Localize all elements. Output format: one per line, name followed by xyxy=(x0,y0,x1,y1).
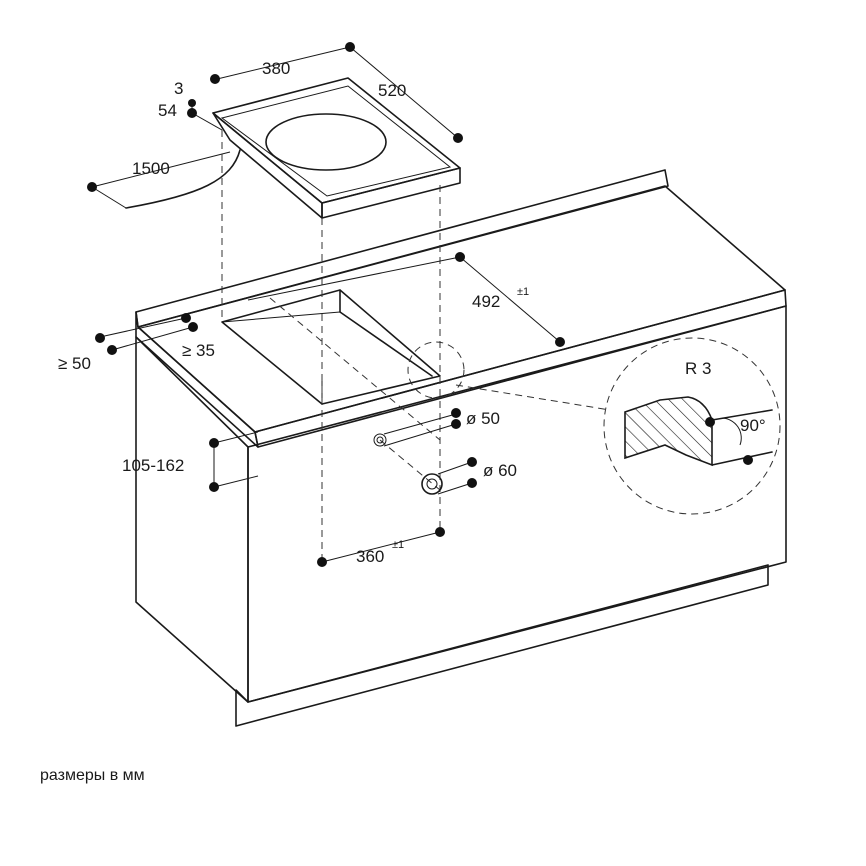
cooking-zone xyxy=(265,113,387,171)
label-glass-thickness: 3 xyxy=(174,79,183,98)
label-hob-depth: 520 xyxy=(378,81,406,100)
label-hob-width: 380 xyxy=(262,59,290,78)
projection-lines xyxy=(221,130,611,562)
label-front-gap: ≥ 50 xyxy=(58,354,91,373)
worktop-cutout xyxy=(221,289,441,405)
worktop-profile xyxy=(624,396,713,467)
dimension-labels: 380 520 3 54 1500 492 ±1 360 ±1 ≥ 50 ≥ 3… xyxy=(58,59,766,566)
edge-detail xyxy=(407,337,781,515)
worktop-top xyxy=(137,185,786,433)
hole-small xyxy=(373,433,387,447)
hob-front-edge xyxy=(321,167,461,219)
label-cutout-width-tol: ±1 xyxy=(392,539,404,551)
cabinet-side xyxy=(135,336,249,703)
label-cutout-width: 360 xyxy=(356,547,384,566)
cabinet xyxy=(135,169,787,727)
caption: размеры в мм xyxy=(40,767,145,784)
worktop-upstand xyxy=(135,169,669,328)
label-worktop-thickness: 105-162 xyxy=(122,456,184,475)
hob-glass-frame xyxy=(220,85,452,197)
label-cutout-depth-tol: ±1 xyxy=(517,286,529,298)
cable-holes xyxy=(373,408,477,495)
hob-side-edge xyxy=(212,112,323,219)
label-cutout-depth: 492 xyxy=(472,292,500,311)
detail-marker-small xyxy=(407,341,465,399)
hob xyxy=(125,77,461,219)
label-edge-radius: R 3 xyxy=(685,359,711,378)
cabinet-plinth xyxy=(235,564,769,727)
hob-dimension-lines xyxy=(87,42,463,209)
label-hob-height: 54 xyxy=(158,101,177,120)
hob-top-surface xyxy=(212,77,461,204)
label-cable-length: 1500 xyxy=(132,159,170,178)
cutout-dimension-lines xyxy=(95,252,565,567)
detail-magnified xyxy=(603,337,781,515)
label-hole-small: ø 50 xyxy=(466,409,500,428)
hole-large xyxy=(421,473,443,495)
label-side-gap: ≥ 35 xyxy=(182,341,215,360)
label-edge-angle: 90° xyxy=(740,416,766,435)
worktop-side xyxy=(135,311,259,448)
label-hole-large: ø 60 xyxy=(483,461,517,480)
cutout-opening xyxy=(221,289,441,405)
power-cable xyxy=(125,149,241,209)
